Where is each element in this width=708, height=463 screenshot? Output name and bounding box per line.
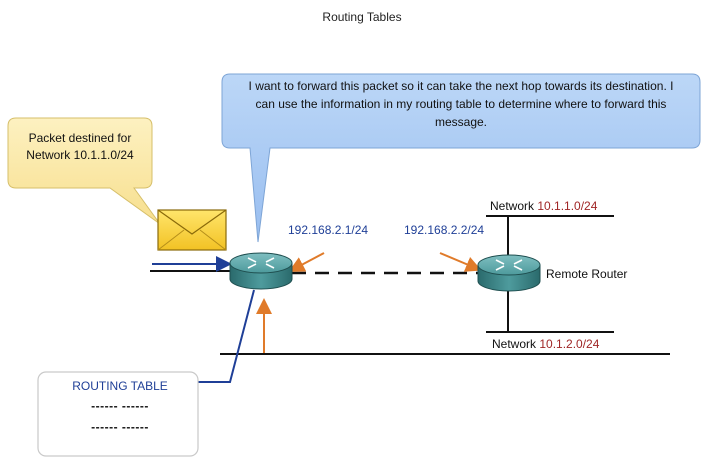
envelope-icon xyxy=(157,209,227,251)
diagram-title: Routing Tables xyxy=(322,10,401,24)
routing-table-row-2: ------ ------ xyxy=(91,420,149,434)
network-bottom-address: 10.1.2.0/24 xyxy=(539,337,599,351)
routing-table-connector xyxy=(198,289,255,383)
network-top-label: Network 10.1.1.0/24 xyxy=(490,199,598,213)
packet-callout: Packet destined for Network 10.1.1.0/24 xyxy=(7,117,161,225)
packet-callout-line-2: Network 10.1.1.0/24 xyxy=(26,148,134,162)
routing-table-row-1: ------ ------ xyxy=(91,399,149,413)
remote-router-icon xyxy=(477,254,541,292)
router-callout-line-2: can use the information in my routing ta… xyxy=(256,97,667,111)
routing-table-title: ROUTING TABLE xyxy=(72,379,168,393)
orange-arrow-remote-interface xyxy=(439,252,482,272)
local-interface-ip: 192.168.2.1/24 xyxy=(288,223,368,237)
network-bottom-label: Network 10.1.2.0/24 xyxy=(492,337,600,351)
network-bottom-prefix: Network xyxy=(492,337,539,351)
routing-table: ROUTING TABLE ------ ------ ------ -----… xyxy=(37,371,199,457)
remote-interface-ip: 192.168.2.2/24 xyxy=(404,223,484,237)
remote-router-label: Remote Router xyxy=(546,267,627,281)
packet-callout-line-1: Packet destined for xyxy=(29,131,132,145)
network-top-prefix: Network xyxy=(490,199,537,213)
orange-arrow-local-interface xyxy=(288,252,325,272)
router-icon xyxy=(229,252,293,290)
router-callout: I want to forward this packet so it can … xyxy=(221,73,701,243)
router-callout-line-3: message. xyxy=(435,115,487,129)
router-callout-line-1: I want to forward this packet so it can … xyxy=(249,79,674,93)
network-top-address: 10.1.1.0/24 xyxy=(537,199,597,213)
